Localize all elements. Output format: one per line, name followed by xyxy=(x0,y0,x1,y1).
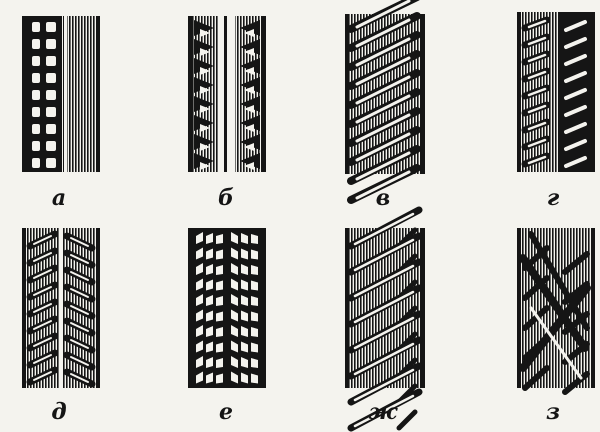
tread-panel-g xyxy=(517,12,595,172)
tread-panel-e xyxy=(188,228,266,388)
tread-panel-z xyxy=(517,228,595,395)
tread-panel-b xyxy=(188,16,266,172)
panel-label-a: а xyxy=(51,185,67,211)
panel-label-z: з xyxy=(545,399,561,425)
tread-panel-a xyxy=(22,16,100,172)
tread-panel-d xyxy=(22,228,100,388)
panel-label-v: в xyxy=(375,185,391,211)
tread-panel-v xyxy=(345,0,425,204)
tread-panel-zh xyxy=(345,206,425,432)
panel-label-e: е xyxy=(219,399,233,425)
panel-label-d: д xyxy=(51,399,67,425)
panel-label-g: г xyxy=(546,185,560,211)
panel-label-b: б xyxy=(218,185,234,211)
panel-label-zh: ж xyxy=(368,399,398,425)
